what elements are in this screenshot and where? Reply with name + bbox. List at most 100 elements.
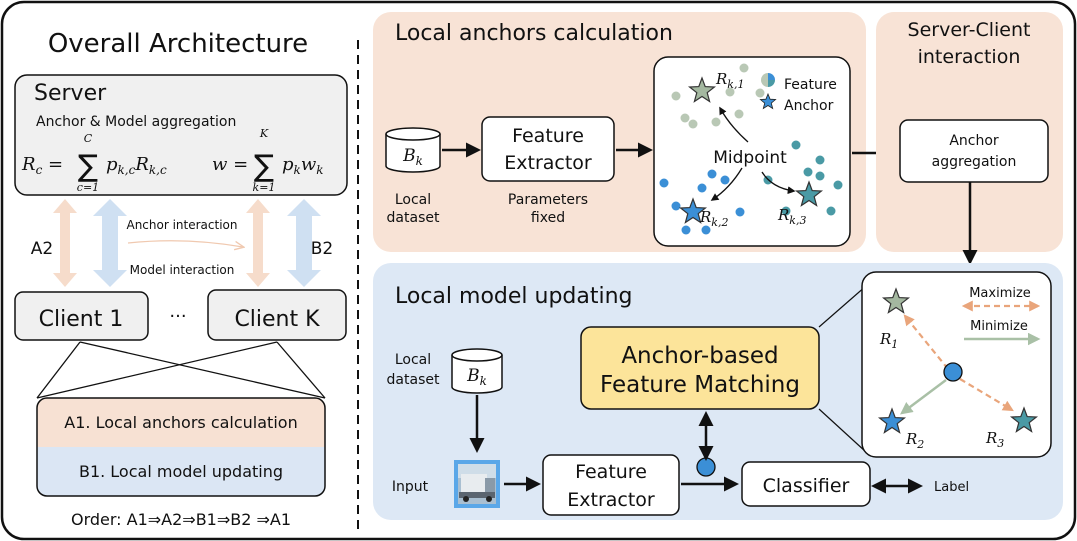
feature-dot [720, 175, 730, 185]
feature-dot [725, 87, 735, 97]
feature-points [659, 63, 843, 235]
midpoint-arrow-rk1 [719, 106, 749, 143]
feature-dot [815, 171, 825, 181]
maximize-label: Maximize [969, 286, 1031, 301]
legend-anchor-label: Anchor [784, 98, 834, 114]
feature-dot [671, 91, 681, 101]
sum-upper-k: K [259, 127, 269, 140]
midpoint-arrow-rk2 [710, 167, 743, 201]
anchor-star-r3 [1009, 406, 1039, 433]
midpoint-label: Midpoint [713, 148, 787, 168]
feature-dot [688, 119, 698, 129]
dataset-label-1b: dataset [387, 210, 440, 226]
feature-dot [755, 88, 765, 98]
feature-dot [707, 169, 717, 179]
client-1-box [14, 291, 149, 341]
extractor-1-line1: Feature [512, 125, 584, 147]
anchor-star-r2 [877, 407, 907, 434]
current-feature-node [943, 362, 963, 382]
svg-text:∑: ∑ [78, 149, 98, 184]
extractor-box-1 [481, 116, 615, 182]
feature-dot [826, 206, 836, 216]
maximize-arrow-r3 [959, 378, 1014, 412]
anchor-star-rk2 [678, 197, 708, 224]
maximize-arrow-r1 [903, 314, 949, 370]
anchor-interaction-arrow [127, 240, 243, 247]
feature-dot [681, 225, 691, 235]
extractor-1-line2: Extractor [504, 152, 592, 174]
client-stage-lines [36, 341, 326, 399]
aggregation-line2: aggregation [932, 154, 1017, 170]
feature-dot [711, 117, 721, 127]
dataset-cylinder-2 [451, 348, 503, 394]
connector-top [818, 285, 867, 328]
feature-dot [739, 63, 749, 73]
params-label-2: fixed [531, 210, 565, 226]
feature-dot [735, 207, 745, 217]
interaction-arrow-right-peach [246, 199, 270, 287]
interaction-arrow-left-blue [93, 199, 127, 287]
classifier-box [741, 461, 871, 507]
label-b2: B2 [311, 239, 333, 259]
anchor-aggregation-box [899, 119, 1049, 183]
sum-lower-c: c=1 [77, 181, 99, 194]
anchors-title: Local anchors calculation [395, 21, 673, 46]
feature-dot [734, 109, 744, 119]
dataset-cylinder-1 [385, 127, 441, 173]
connector-bottom [818, 408, 867, 453]
model-interaction-label: Model interaction [130, 263, 235, 277]
feature-node [696, 457, 716, 477]
dataset-label-2a: Local [395, 352, 431, 368]
order-label: Order: A1⇒A2⇒B1⇒B2 ⇒A1 [71, 510, 291, 529]
extractor-2-line2: Extractor [567, 489, 655, 511]
interaction-arrow-b2 [287, 199, 321, 287]
svg-text:w =: w = [212, 154, 248, 175]
stage-b-label: B1. Local model updating [79, 462, 283, 481]
feature-dot [815, 155, 825, 165]
minimize-label: Minimize [970, 319, 1028, 334]
svg-text:∑: ∑ [254, 149, 274, 184]
feature-dot [659, 178, 669, 188]
feature-dot [671, 201, 681, 211]
feature-dot [791, 140, 801, 150]
label-a2: A2 [31, 239, 53, 259]
server-client-title-1: Server-Client [908, 19, 1031, 41]
aggregation-line1: Anchor [949, 133, 999, 149]
classifier-label: Classifier [763, 475, 850, 497]
minimize-arrow-r2 [900, 379, 947, 415]
server-box [14, 74, 348, 196]
feature-dot [781, 206, 791, 216]
matching-line2: Feature Matching [600, 372, 800, 398]
dataset-label-2b: dataset [387, 372, 440, 388]
feature-dot [680, 113, 690, 123]
stage-a-label: A1. Local anchors calculation [64, 413, 297, 432]
server-title: Server [34, 81, 107, 106]
server-client-title-2: interaction [918, 46, 1021, 68]
model-update-title: Local model updating [395, 284, 633, 309]
overall-title: Overall Architecture [48, 29, 308, 59]
feature-dot [803, 167, 813, 177]
sum-lower-k: k=1 [253, 181, 276, 194]
feature-dot [833, 180, 843, 190]
interaction-arrow-a2 [53, 199, 77, 287]
client-k-label: Client K [234, 307, 320, 332]
svg-text:Rc =: Rc = [21, 154, 63, 177]
legend-feature-icon [761, 73, 775, 87]
client-k-box [207, 289, 347, 341]
label-text: Label [934, 480, 969, 495]
feature-space-box [653, 56, 851, 247]
anchor-star-rk1 [687, 76, 717, 103]
params-label-1: Parameters [508, 192, 588, 208]
sum-upper-c: C [84, 132, 93, 145]
server-subtitle: Anchor & Model aggregation [36, 114, 236, 130]
svg-text:pkwk: pkwk [282, 154, 324, 177]
client-1-label: Client 1 [39, 307, 124, 332]
anchor-interaction-label: Anchor interaction [126, 218, 237, 232]
stage-box [36, 397, 326, 497]
matching-line1: Anchor-based [621, 343, 778, 369]
extractor-box-2 [542, 454, 680, 516]
midpoint-arrow-rk3 [761, 171, 796, 195]
input-truck-image [454, 460, 500, 508]
legend-feature-label: Feature [784, 77, 837, 93]
